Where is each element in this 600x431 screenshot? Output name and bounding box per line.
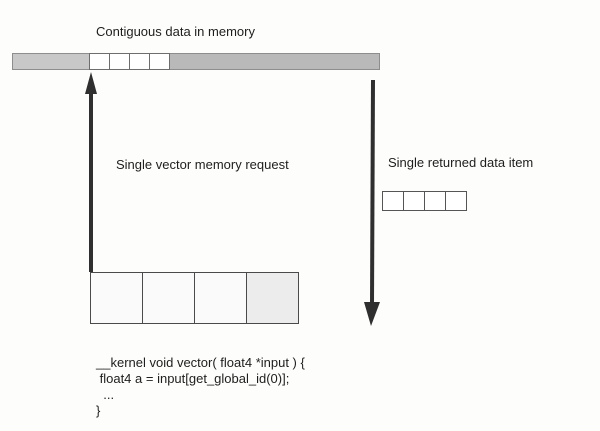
kernel-code-block: __kernel void vector( float4 *input ) { … (96, 355, 305, 419)
returned-cell (403, 191, 425, 211)
return-arrow-shaft (370, 79, 375, 305)
request-cell (90, 272, 143, 324)
code-line: ... (96, 387, 115, 402)
returned-cell (424, 191, 446, 211)
returned-data-item (382, 191, 467, 211)
return-arrow-head (364, 302, 380, 326)
memory-cell (149, 53, 170, 70)
code-line: float4 a = input[get_global_id(0)]; (96, 371, 290, 386)
returned-cell (445, 191, 467, 211)
memory-title-label: Contiguous data in memory (96, 24, 255, 39)
request-label: Single vector memory request (116, 157, 289, 172)
request-cell (246, 272, 299, 324)
request-cell (194, 272, 247, 324)
code-line: } (96, 403, 101, 418)
code-line: __kernel void vector( float4 *input ) { (96, 355, 305, 370)
vector-request-cells (90, 272, 299, 324)
memory-bar-left-segment (13, 54, 91, 69)
request-arrow-head (85, 72, 97, 94)
returned-cell (382, 191, 404, 211)
contiguous-memory-cells (89, 53, 170, 70)
request-cell (142, 272, 195, 324)
returned-label: Single returned data item (388, 155, 534, 170)
